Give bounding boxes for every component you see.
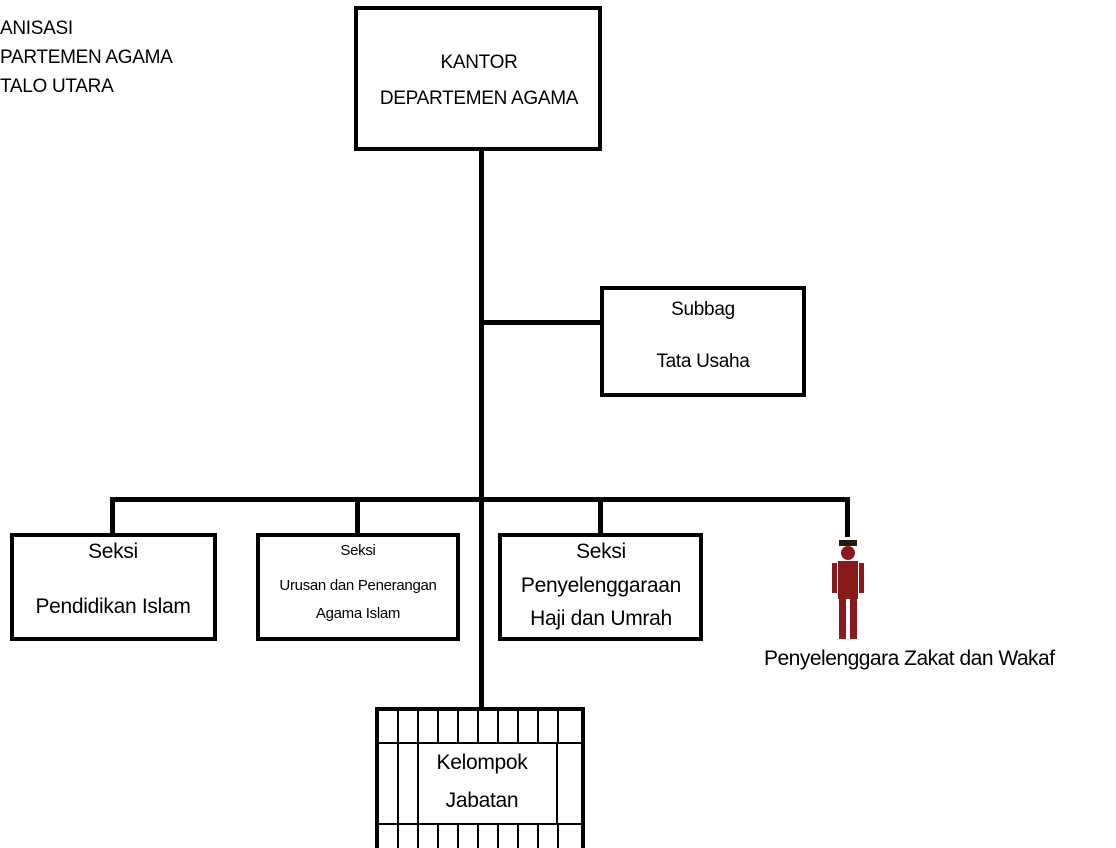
connector-zakat (845, 497, 850, 537)
kelompok-line-1: Kelompok (436, 751, 528, 774)
seksi-urusan-line-1: Seksi (340, 542, 376, 559)
seksi-haji-line-2: Penyelenggaraan (520, 574, 682, 597)
org-chart-title: ANISASI PARTEMEN AGAMA TALO UTARA (0, 14, 173, 101)
seksi-haji-box (498, 533, 703, 641)
kelompok-line-2: Jabatan (445, 789, 519, 812)
seksi-pendidikan-line-1: Seksi (88, 540, 138, 563)
seksi-urusan-line-3: Agama Islam (315, 605, 401, 622)
connector-pendidikan (110, 497, 115, 537)
kantor-box (354, 6, 602, 151)
subbag-line-2: Tata Usaha (656, 351, 750, 372)
kantor-line-2: DEPARTEMEN AGAMA (379, 88, 579, 109)
person-icon (832, 540, 864, 639)
kantor-line-1: KANTOR (440, 52, 518, 73)
connector-urusan (355, 497, 360, 537)
connector-subbag (479, 320, 603, 325)
zakat-label: Penyelenggara Zakat dan Wakaf (764, 647, 1055, 670)
seksi-pendidikan-line-2: Pendidikan Islam (35, 595, 191, 618)
connector-haji (598, 497, 603, 537)
seksi-haji-line-1: Seksi (576, 540, 626, 563)
title-line-1: ANISASI (0, 18, 73, 39)
subbag-box (600, 286, 806, 397)
connector-horizontal-bus (110, 497, 850, 502)
title-line-3: TALO UTARA (0, 76, 114, 97)
title-line-2: PARTEMEN AGAMA (0, 47, 173, 68)
subbag-line-1: Subbag (671, 299, 735, 320)
seksi-haji-line-3: Haji dan Umrah (530, 607, 672, 630)
kelompok-jabatan-box (375, 707, 585, 848)
connector-trunk (479, 148, 484, 708)
seksi-urusan-box (256, 533, 460, 641)
seksi-pendidikan-box (10, 533, 217, 641)
seksi-urusan-line-2: Urusan dan Penerangan (279, 577, 437, 594)
